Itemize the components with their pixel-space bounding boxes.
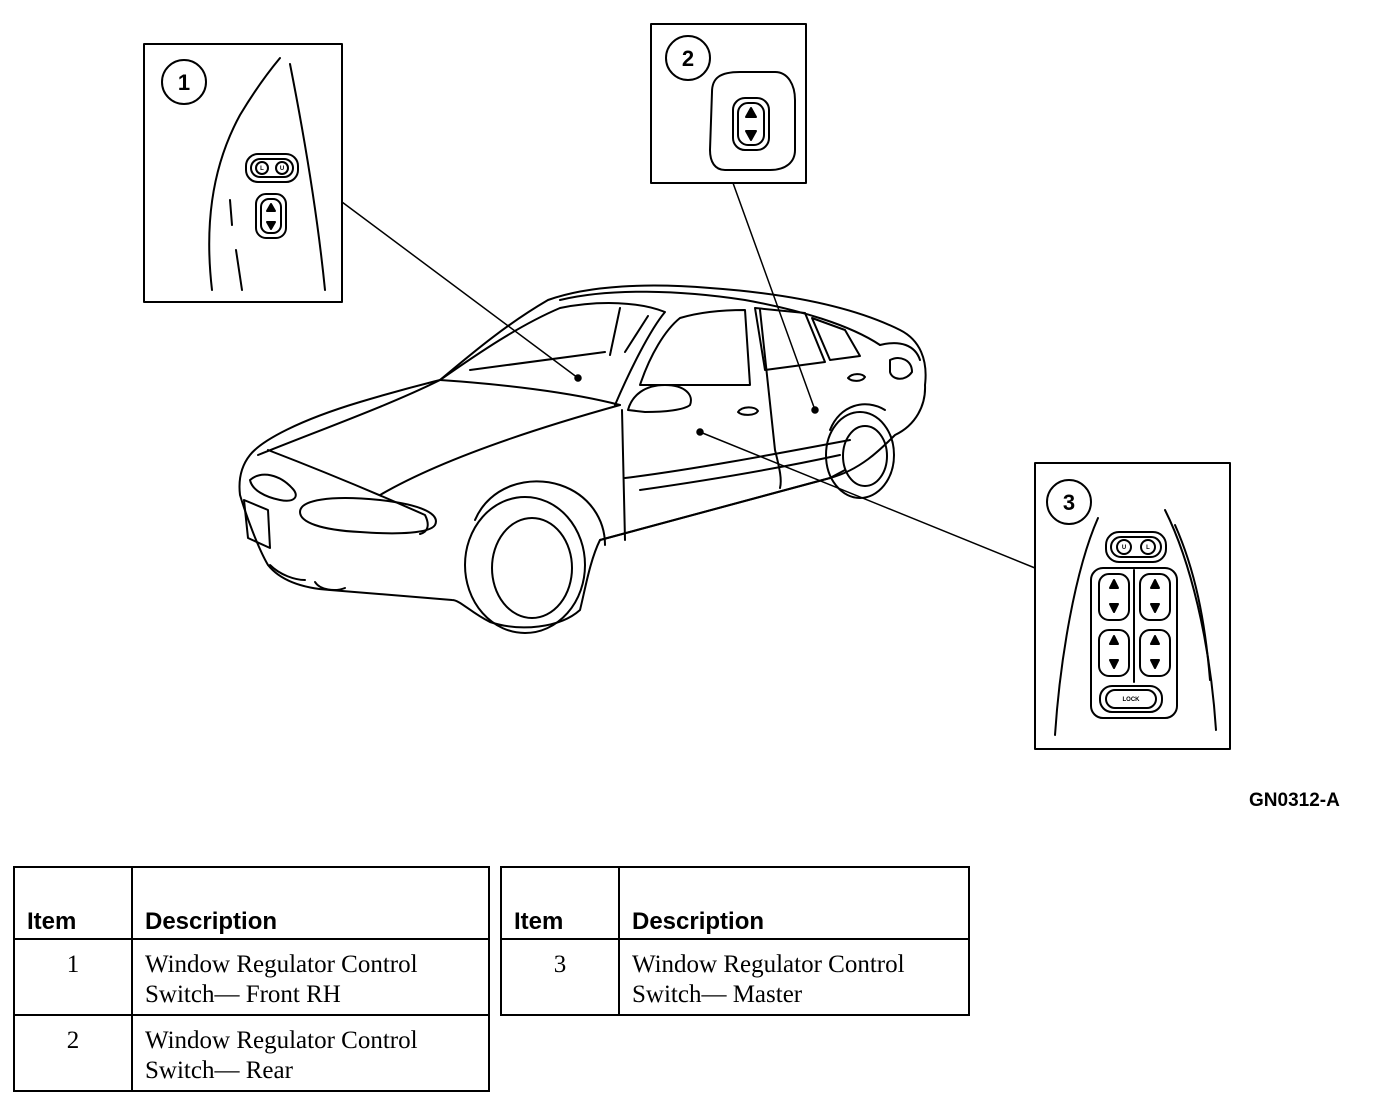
lock-label-l: L [260, 166, 264, 172]
car-body-molding [624, 439, 851, 479]
window-lock-button: LOCK [1099, 685, 1163, 713]
callout-number-1: 1 [178, 70, 190, 95]
detail-box-1: 1 L U [143, 43, 343, 303]
table-row: 3 Window Regulator Control Switch— Maste… [501, 939, 969, 1015]
lock-switch: L U [245, 153, 299, 183]
car-hood-crease [267, 449, 429, 535]
master-lock-switch: U L [1105, 531, 1167, 563]
car-front-window [639, 309, 751, 386]
car-roofline [559, 290, 881, 346]
table-row: 1 Window Regulator Control Switch— Front… [14, 939, 489, 1016]
figure-code: GN0312-A [1249, 790, 1340, 811]
car-illustration [238, 284, 927, 634]
lock-label-u: U [280, 166, 284, 172]
door-trim-dash [229, 199, 243, 291]
car-quarter-window [811, 317, 861, 361]
description-header: Description [619, 867, 969, 940]
car-hood-line [379, 404, 621, 496]
car-front-wheel [464, 480, 606, 634]
car-lower-molding [639, 454, 841, 491]
item-header: Item [14, 867, 133, 940]
up-arrow-icon [745, 107, 757, 118]
master-window-switch-rr [1139, 629, 1171, 677]
window-switch-rear [732, 97, 770, 151]
door-trim-curve [208, 57, 281, 291]
item-description: Window Regulator Control Switch— Master [619, 939, 969, 1015]
window-switch-front-rh [255, 193, 287, 239]
down-arrow-icon [266, 221, 276, 230]
legend-header-row: Item Description [501, 867, 969, 940]
master-lock-label-l: L [1146, 545, 1150, 551]
car-body-outline [238, 284, 927, 629]
leader-line-3 [699, 431, 1036, 569]
car-bumper-lines [269, 564, 346, 591]
legend-table-right: Item Description 3 Window Regulator Cont… [500, 866, 970, 1016]
master-switch-panel [1090, 567, 1178, 719]
detail-box-2: 2 [650, 23, 807, 184]
description-line: Switch— Front RH [145, 981, 341, 1008]
up-arrow-icon [266, 203, 276, 212]
master-window-switch-rf [1139, 573, 1171, 621]
car-license-plate [243, 499, 271, 549]
description-header: Description [132, 867, 489, 940]
item-number: 1 [14, 939, 133, 1016]
item-header: Item [501, 867, 620, 940]
item-description: Window Regulator Control Switch— Rear [132, 1015, 489, 1091]
car-rocker [599, 469, 846, 541]
callout-number-3: 3 [1063, 490, 1075, 515]
master-window-switch-lf [1098, 573, 1130, 621]
door-trim-curve [1054, 517, 1099, 736]
leader-dot-3 [696, 428, 704, 436]
leader-line-2 [732, 182, 816, 411]
detail-box-3: 3 U L [1034, 462, 1231, 750]
window-lock-label: LOCK [1123, 697, 1141, 703]
car-a-pillar [609, 307, 649, 356]
car-wiper-line [469, 351, 606, 371]
description-line: Window Regulator Control [145, 1027, 418, 1054]
car-front-door-handle [737, 406, 759, 416]
leader-dot-2 [811, 406, 819, 414]
item-description: Window Regulator Control Switch— Front R… [132, 939, 489, 1016]
car-rear-wheel [825, 403, 895, 499]
leader-dot-1 [574, 374, 582, 382]
master-lock-label-u: U [1122, 545, 1126, 551]
car-hood-edge [257, 379, 441, 456]
legend-table-left: Item Description 1 Window Regulator Cont… [13, 866, 490, 1092]
door-edge-line [289, 63, 326, 291]
master-window-switch-lr [1098, 629, 1130, 677]
callout-number-2: 2 [682, 46, 694, 71]
item-number: 2 [14, 1015, 133, 1091]
car-tail-lamp [879, 342, 921, 380]
description-line: Window Regulator Control [632, 951, 905, 978]
car-door-seams [621, 309, 782, 541]
car-rear-window [754, 307, 826, 371]
car-grille-lamp [249, 473, 297, 502]
legend-header-row: Item Description [14, 867, 489, 940]
car-windshield [439, 302, 666, 406]
car-headlight [299, 497, 437, 535]
leader-lines [341, 182, 1036, 569]
down-arrow-icon [745, 130, 757, 141]
table-row: 2 Window Regulator Control Switch— Rear [14, 1015, 489, 1091]
leader-line-1 [341, 201, 579, 379]
description-line: Switch— Rear [145, 1057, 293, 1084]
callout-circle-3 [1046, 479, 1092, 525]
car-side-mirror [627, 384, 692, 413]
callout-circle-1 [161, 59, 207, 105]
vehicle-diagram: 1 L U 2 [143, 23, 1231, 750]
door-edge-line-inner [1174, 524, 1211, 681]
door-edge-line [1164, 509, 1217, 731]
car-rear-door-handle [847, 373, 866, 382]
car-cowl-line [439, 379, 621, 406]
description-line: Window Regulator Control [145, 951, 418, 978]
item-number: 3 [501, 939, 620, 1015]
rear-switch-bezel [709, 71, 796, 171]
callout-circle-2 [665, 35, 711, 81]
description-line: Switch— Master [632, 981, 803, 1008]
